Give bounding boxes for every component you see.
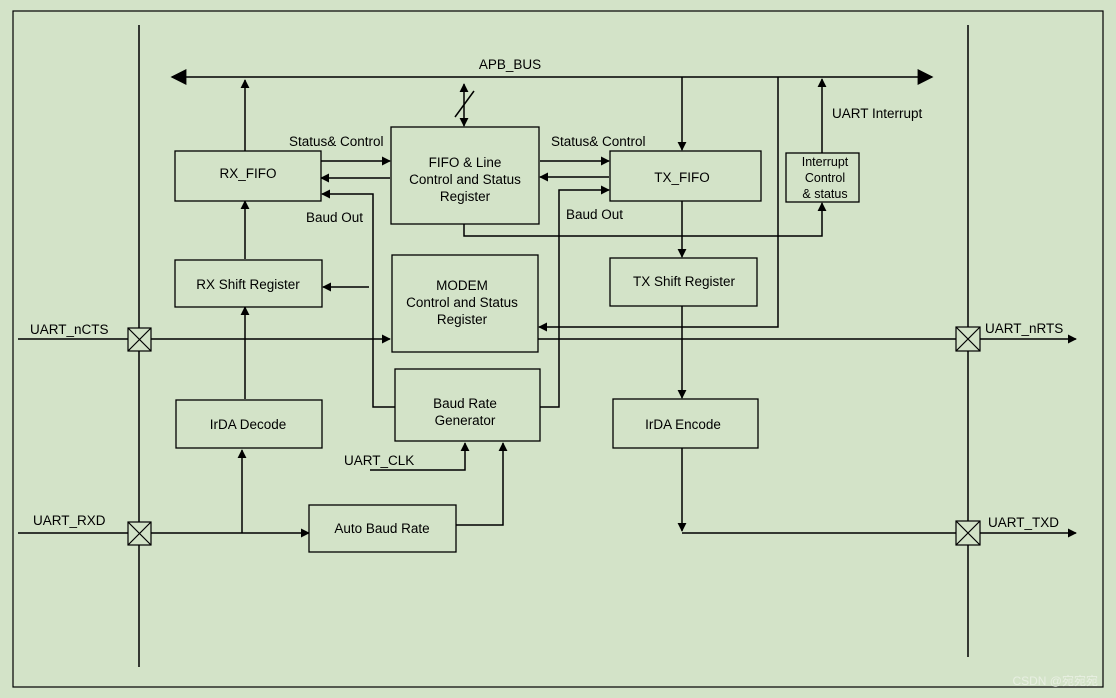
rx-shift-block: RX Shift Register <box>174 259 323 308</box>
irda-encode-label: IrDA Encode <box>645 417 721 432</box>
uart-ncts-label: UART_nCTS <box>30 322 109 337</box>
modem-label-1: MODEM <box>436 278 488 293</box>
fifo-line-block: FIFO & Line Control and Status Register <box>390 126 540 225</box>
modem-label-2: Control and Status <box>406 295 518 310</box>
baud-out-right-label: Baud Out <box>566 207 623 222</box>
baud-out-right-line <box>540 185 610 408</box>
rx-fifo-block: RX_FIFO <box>174 150 322 202</box>
uart-rxd-label: UART_RXD <box>33 513 106 528</box>
interrupt-label-1: Interrupt <box>802 155 849 169</box>
irda-decode-block: IrDA Decode <box>175 399 323 449</box>
uart-interrupt-label: UART Interrupt <box>832 106 923 121</box>
diagram-frame <box>12 10 1104 688</box>
baud-gen-label-2: Generator <box>435 413 496 428</box>
watermark: CSDN @宛宛宛 <box>1012 673 1098 688</box>
rx-shift-label: RX Shift Register <box>196 277 300 292</box>
uart-clk-to-generator <box>370 442 470 471</box>
tx-fifo-label: TX_FIFO <box>654 170 710 185</box>
tx-shift-block: TX Shift Register <box>609 257 758 307</box>
pad-txd <box>955 520 981 546</box>
fifo-line-label-2: Control and Status <box>409 172 521 187</box>
pad-ncts <box>127 327 152 352</box>
rx-fifo-label: RX_FIFO <box>219 166 276 181</box>
pad-rxd <box>127 521 152 546</box>
irda-encode-block: IrDA Encode <box>612 398 759 449</box>
uart-txd-label: UART_TXD <box>988 515 1059 530</box>
tx-shift-label: TX Shift Register <box>633 274 736 289</box>
uart-clk-label: UART_CLK <box>344 453 414 468</box>
fifo-line-label-1: FIFO & Line <box>429 155 502 170</box>
tx-fifo-block: TX_FIFO <box>609 150 762 202</box>
baud-out-left-label: Baud Out <box>306 210 363 225</box>
interrupt-block: Interrupt Control & status <box>785 152 860 203</box>
auto-baud-to-generator <box>456 442 508 526</box>
baud-gen-label-1: Baud Rate <box>433 396 497 411</box>
baud-out-left-line <box>321 189 395 408</box>
status-control-right-label: Status& Control <box>551 134 646 149</box>
modem-label-3: Register <box>437 312 488 327</box>
bus-to-modem <box>538 77 779 332</box>
interrupt-label-2: Control <box>805 171 845 185</box>
apb-bus-label: APB_BUS <box>479 57 541 72</box>
fifo-line-to-interrupt <box>463 202 827 237</box>
auto-baud-block: Auto Baud Rate <box>308 504 457 553</box>
fifo-line-label-3: Register <box>440 189 491 204</box>
baud-generator-block: Baud Rate Generator <box>394 368 541 442</box>
interrupt-label-3: & status <box>802 187 847 201</box>
auto-baud-label: Auto Baud Rate <box>334 521 429 536</box>
status-control-left-label: Status& Control <box>289 134 384 149</box>
modem-block: MODEM Control and Status Register <box>391 254 539 353</box>
uart-nrts-label: UART_nRTS <box>985 321 1063 336</box>
pad-nrts <box>955 326 981 352</box>
irda-decode-label: IrDA Decode <box>210 417 287 432</box>
bus-width-slash <box>454 90 475 118</box>
